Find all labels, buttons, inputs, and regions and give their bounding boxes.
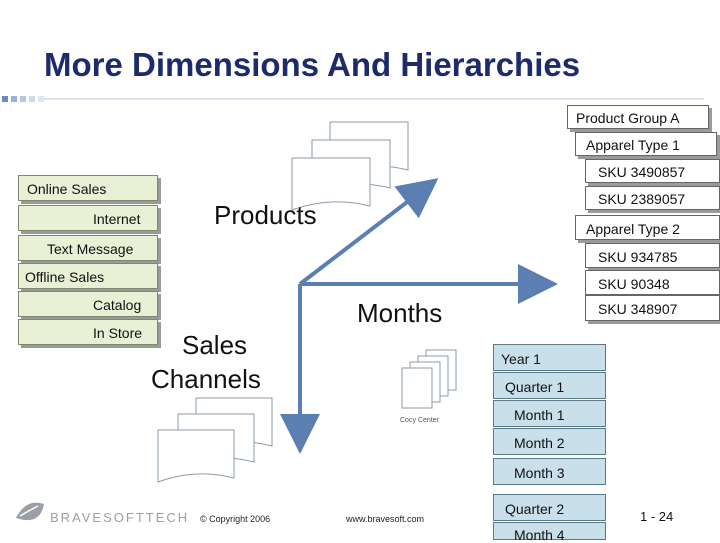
product-item: Product Group A (567, 105, 709, 129)
products-label: Products (214, 200, 317, 231)
page-number: 1 - 24 (640, 509, 673, 524)
month-item: Quarter 1 (493, 372, 606, 399)
sales-channels-label-line1: Sales (182, 330, 247, 361)
product-item: SKU 934785 (585, 243, 720, 268)
product-item: SKU 90348 (585, 270, 720, 295)
sales-channel-item: Online Sales (18, 175, 158, 201)
sales-channels-label-line2: Channels (151, 364, 261, 395)
product-item: Apparel Type 1 (575, 132, 717, 156)
products-document-stack-icon (292, 122, 408, 210)
footer-logo-text: BRAVESOFTTECH (50, 510, 189, 525)
footer-copyright: © Copyright 2006 (200, 514, 270, 524)
month-item: Month 4 (493, 522, 606, 540)
months-label: Months (357, 298, 442, 329)
bravesoft-logo-icon (16, 503, 44, 521)
sales-channel-item: Catalog (18, 291, 158, 317)
sales-channel-item: Text Message (18, 235, 158, 261)
month-item: Month 1 (493, 400, 606, 427)
months-cube-stack-icon (402, 350, 456, 408)
month-item: Quarter 2 (493, 494, 606, 521)
product-item: SKU 348907 (585, 295, 720, 321)
product-item: SKU 2389057 (585, 186, 720, 210)
footer-url: www.bravesoft.com (346, 514, 424, 524)
product-item: SKU 3490857 (585, 159, 720, 183)
sales-channel-item: Internet (18, 205, 158, 231)
month-item: Month 2 (493, 428, 606, 455)
sales-channel-item: In Store (18, 319, 158, 345)
month-item: Month 3 (493, 458, 606, 485)
sales-channels-document-stack-icon (158, 398, 272, 482)
month-item: Year 1 (493, 344, 606, 371)
sales-channel-item: Offline Sales (18, 263, 158, 289)
cube-caption: Cocy Center (400, 417, 440, 424)
product-item: Apparel Type 2 (575, 215, 720, 240)
